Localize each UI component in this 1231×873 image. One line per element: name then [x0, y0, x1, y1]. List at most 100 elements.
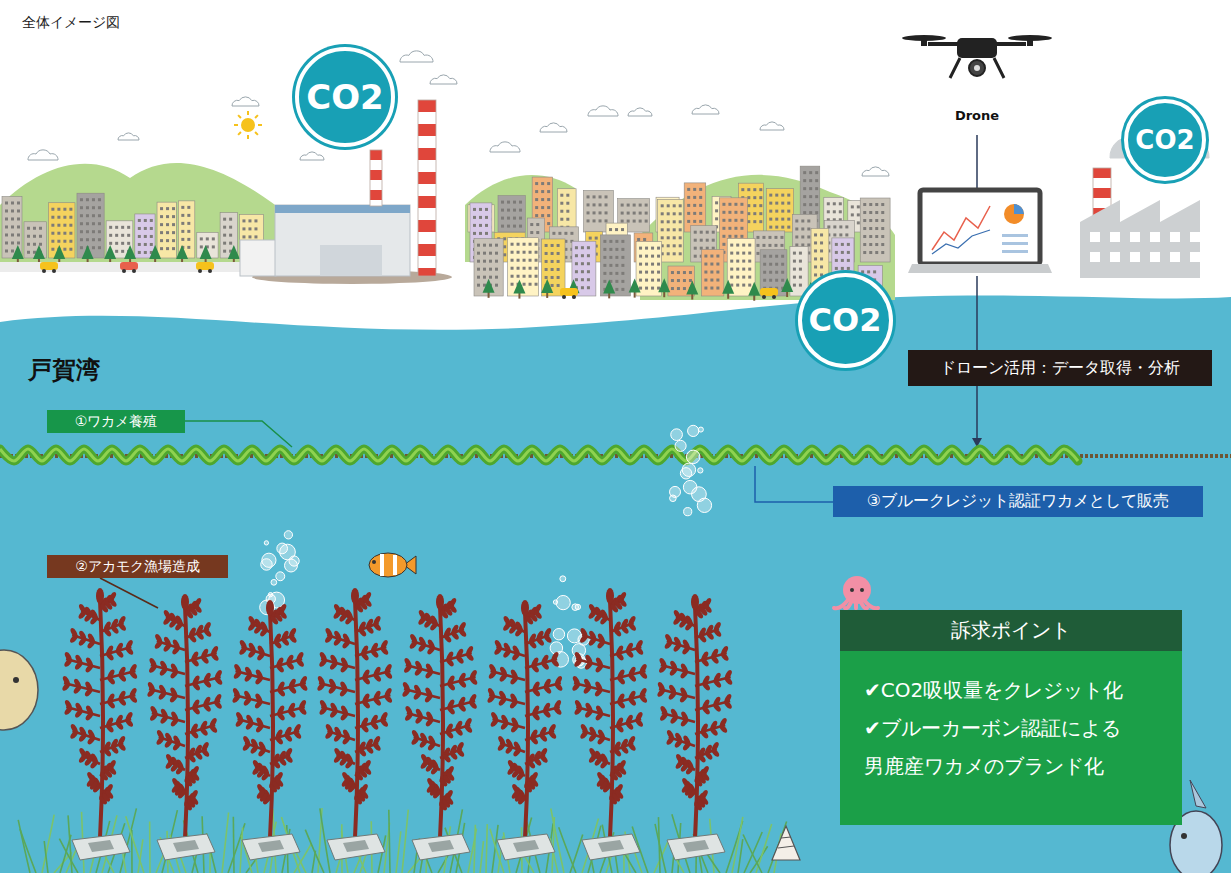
- akamoku-plant: [266, 600, 274, 616]
- town-building: [557, 252, 560, 255]
- akamoku-plant: [457, 702, 467, 713]
- town-building: [127, 226, 130, 229]
- seagrass: [559, 827, 576, 873]
- town-building: [609, 256, 612, 259]
- town-building: [570, 232, 573, 235]
- town-building: [881, 203, 884, 206]
- town-building: [704, 279, 707, 282]
- town-building: [847, 259, 850, 262]
- bubbles: [285, 559, 298, 572]
- town-building: [212, 245, 215, 248]
- town-building: [827, 202, 830, 205]
- town-building: [793, 284, 796, 287]
- drone-icon: [921, 38, 927, 46]
- town-building: [109, 226, 112, 229]
- town-building: [795, 235, 798, 238]
- tree: [53, 245, 65, 264]
- town-building: [775, 263, 778, 266]
- town-building: [881, 219, 884, 222]
- town-building: [627, 220, 630, 223]
- akamoku-plant: [169, 693, 179, 704]
- town-building: [593, 203, 596, 206]
- town-building: [651, 247, 654, 250]
- town-building: [483, 260, 486, 263]
- town-building: [160, 215, 163, 218]
- car: [196, 262, 214, 273]
- town-building: [694, 247, 697, 250]
- seagrass: [551, 808, 564, 873]
- town-building: [560, 210, 563, 213]
- town-building: [753, 188, 756, 191]
- town-building: [780, 244, 783, 247]
- seagrass: [18, 808, 786, 873]
- power-plant: [320, 245, 382, 276]
- tree: [149, 245, 161, 264]
- town-building: [166, 239, 169, 242]
- town-building: [814, 257, 817, 260]
- town-building: [728, 203, 731, 206]
- town-building: [535, 267, 538, 270]
- town-building: [748, 244, 751, 247]
- bubbles: [560, 576, 566, 582]
- town-building: [863, 235, 866, 238]
- town-building: [716, 279, 719, 282]
- town-building: [701, 250, 723, 296]
- chimney: [418, 244, 436, 256]
- town-building: [523, 283, 526, 286]
- town-building: [479, 208, 482, 211]
- town-building: [609, 264, 612, 267]
- town-building: [781, 226, 784, 229]
- town-building: [722, 227, 725, 230]
- town-building: [815, 187, 818, 190]
- town-building: [160, 223, 163, 226]
- bubbles: [670, 425, 712, 515]
- akamoku-plant: [254, 699, 264, 710]
- bubbles: [670, 495, 677, 502]
- town-building: [63, 232, 66, 235]
- wakame-rope: [0, 449, 1231, 461]
- seagrass: [240, 827, 243, 873]
- town-building: [661, 204, 664, 207]
- town-building: [759, 212, 762, 215]
- chimney: [370, 190, 382, 200]
- cloud: [490, 142, 520, 152]
- tree: [513, 280, 525, 299]
- town-building: [523, 243, 526, 246]
- akamoku-plant: [255, 789, 265, 800]
- town-building: [535, 198, 538, 201]
- town-building: [603, 248, 606, 251]
- town-building: [587, 211, 590, 214]
- town-building: [803, 171, 806, 174]
- town-building: [807, 227, 810, 230]
- town-building: [557, 260, 560, 263]
- town-building: [781, 218, 784, 221]
- town-building: [795, 243, 798, 246]
- town-building: [748, 252, 751, 255]
- town-building: [181, 238, 184, 241]
- town-building: [781, 271, 784, 274]
- akamoku-plant: [169, 669, 179, 680]
- town-building: [581, 262, 584, 265]
- town-building: [769, 279, 772, 282]
- town-building: [734, 235, 737, 238]
- town-building: [109, 242, 112, 245]
- town-building: [557, 276, 560, 279]
- town-building: [693, 220, 696, 223]
- town-building: [557, 189, 576, 232]
- town-building: [710, 279, 713, 282]
- tree: [33, 245, 45, 264]
- town-building: [181, 214, 184, 217]
- town-building: [814, 241, 817, 244]
- town-building: [166, 207, 169, 210]
- town-building: [820, 257, 823, 260]
- town-building: [807, 235, 810, 238]
- drone-icon: [950, 58, 1004, 78]
- akamoku-plant: [270, 612, 273, 838]
- town-building: [157, 202, 176, 258]
- akamoku-plant: [69, 633, 79, 644]
- town-building: [63, 208, 66, 211]
- akamoku-plant: [146, 687, 156, 698]
- town-building: [869, 235, 872, 238]
- town-building: [605, 219, 608, 222]
- bubbles: [550, 576, 589, 668]
